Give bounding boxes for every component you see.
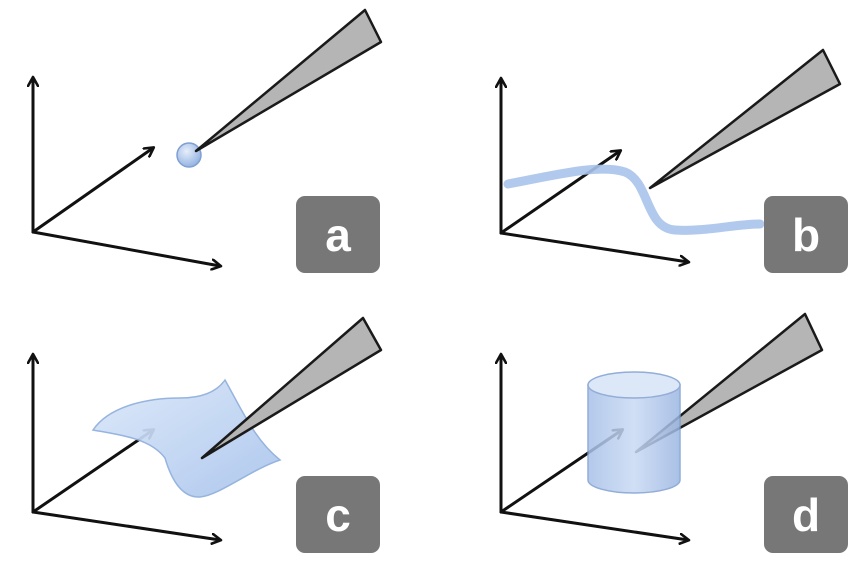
panel-badge-c: c xyxy=(296,476,380,553)
panel-badge-b: b xyxy=(764,196,848,273)
panel-a: a xyxy=(33,8,383,273)
panel-label-d: d xyxy=(792,489,820,541)
point-primitive xyxy=(176,142,202,168)
volume-primitive xyxy=(587,371,681,494)
panel-b: b xyxy=(501,48,848,273)
surface-primitive xyxy=(91,378,282,498)
panel-badge-d: d xyxy=(764,476,848,553)
stylus-icon xyxy=(648,48,842,190)
stylus-icon xyxy=(194,8,383,153)
stylus-icon xyxy=(200,316,383,460)
panel-c: c xyxy=(33,316,383,553)
coordinate-axes-icon xyxy=(33,78,220,266)
panel-label-b: b xyxy=(792,209,820,261)
panel-label-a: a xyxy=(325,209,351,261)
panel-badge-a: a xyxy=(296,196,380,273)
stylus-icon xyxy=(634,312,824,454)
curve-primitive xyxy=(503,164,765,235)
panel-label-c: c xyxy=(325,489,351,541)
panel-d: d xyxy=(501,312,848,553)
coordinate-axes-icon xyxy=(33,355,220,540)
